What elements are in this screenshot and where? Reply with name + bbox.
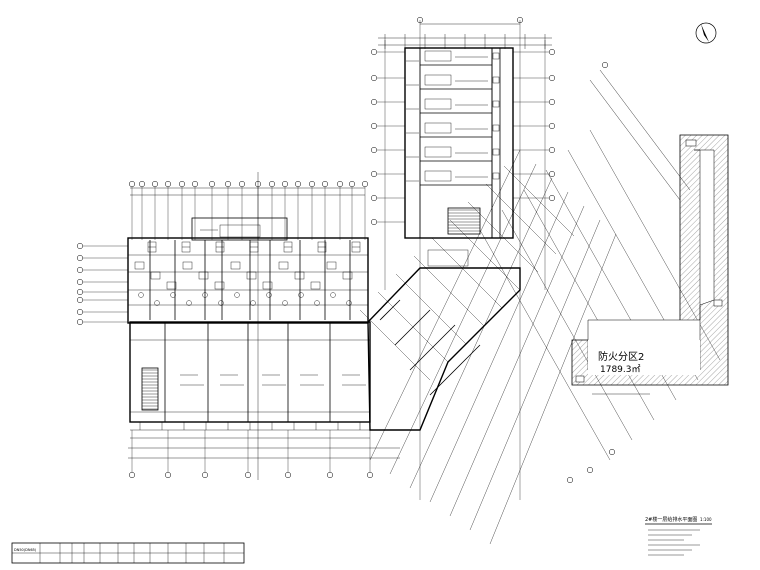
grid-bubble bbox=[238, 180, 246, 188]
grid-bubble bbox=[284, 471, 292, 479]
grid-bubble bbox=[548, 122, 556, 130]
grid-bubble bbox=[76, 242, 84, 250]
grid-bubble bbox=[208, 180, 216, 188]
grid-bubble bbox=[548, 74, 556, 82]
grid-bubble bbox=[76, 318, 84, 326]
grid-bubble bbox=[294, 180, 302, 188]
grid-bubble bbox=[268, 180, 276, 188]
east-building: 防火分区2 1789.3㎡ bbox=[571, 134, 729, 395]
grid-bubble bbox=[370, 146, 378, 154]
grid-bubble bbox=[128, 471, 136, 479]
grid-bubble bbox=[224, 180, 232, 188]
grid-bubble bbox=[548, 170, 556, 178]
grid-bubble bbox=[586, 466, 594, 474]
grid-bubble bbox=[76, 254, 84, 262]
grid-bubble bbox=[76, 278, 84, 286]
schedule-table: DN50(DN65) bbox=[11, 542, 245, 564]
grid-bubble bbox=[128, 180, 136, 188]
grid-bubble bbox=[548, 48, 556, 56]
grid-bubble bbox=[370, 170, 378, 178]
grid-bubble bbox=[321, 180, 329, 188]
drawing-title-main: 2#楼一层给排水平面图 bbox=[645, 516, 697, 523]
grid-bubble bbox=[76, 288, 84, 296]
grid-bubble bbox=[361, 180, 369, 188]
grid-bubble bbox=[366, 471, 374, 479]
grid-bubble bbox=[164, 471, 172, 479]
diagonal-wing bbox=[359, 61, 721, 545]
grid-bubble bbox=[608, 448, 616, 456]
grid-bubble bbox=[244, 471, 252, 479]
grid-bubble bbox=[348, 180, 356, 188]
fire-zone-area: 1789.3㎡ bbox=[600, 364, 641, 375]
grid-bubble bbox=[370, 122, 378, 130]
grid-bubble bbox=[548, 194, 556, 202]
grid-bubble bbox=[76, 266, 84, 274]
grid-bubble bbox=[370, 48, 378, 56]
grid-bubble bbox=[336, 180, 344, 188]
west-wing bbox=[76, 172, 400, 480]
grid-bubble bbox=[548, 98, 556, 106]
drawing-title-scale: 1:100 bbox=[700, 517, 712, 522]
grid-bubble bbox=[76, 296, 84, 304]
grid-bubble bbox=[164, 180, 172, 188]
fire-zone-label: 防火分区2 bbox=[598, 350, 644, 363]
schedule-cell-0-0: DN50(DN65) bbox=[14, 548, 37, 552]
grid-bubble bbox=[370, 218, 378, 226]
grid-bubble bbox=[178, 180, 186, 188]
north-arrow-icon bbox=[695, 22, 717, 44]
grid-bubble bbox=[548, 146, 556, 154]
drawing-title: 2#楼一层给排水平面图 1:100 bbox=[645, 516, 712, 556]
north-wing bbox=[370, 16, 556, 500]
grid-bubble bbox=[191, 180, 199, 188]
grid-bubble bbox=[370, 74, 378, 82]
grid-bubble bbox=[601, 61, 609, 69]
grid-bubble bbox=[76, 308, 84, 316]
grid-bubble bbox=[370, 194, 378, 202]
grid-bubble bbox=[370, 98, 378, 106]
grid-bubble bbox=[201, 471, 209, 479]
grid-bubble bbox=[151, 180, 159, 188]
grid-bubble bbox=[566, 476, 574, 484]
grid-bubble bbox=[281, 180, 289, 188]
grid-bubble bbox=[326, 471, 334, 479]
grid-bubble bbox=[138, 180, 146, 188]
grid-bubble bbox=[308, 180, 316, 188]
